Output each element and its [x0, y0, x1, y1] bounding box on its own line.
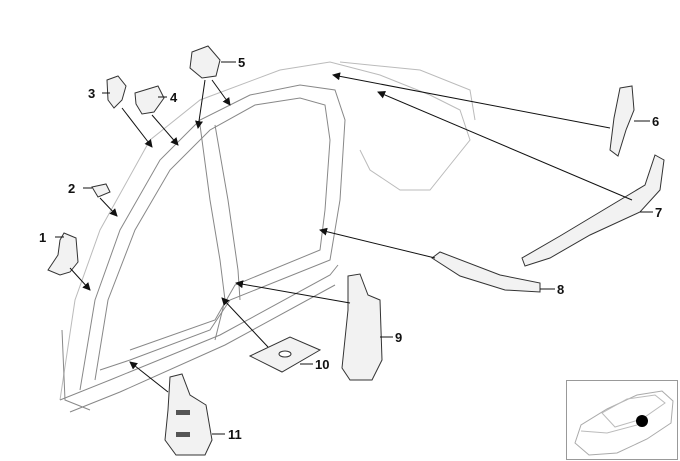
part-10 — [248, 336, 322, 373]
callout-10: 10 — [315, 357, 330, 372]
part-11 — [164, 373, 213, 456]
vehicle-location-thumbnail — [566, 380, 678, 460]
callout-1: 1 — [39, 230, 47, 245]
part-4 — [134, 85, 165, 115]
part-8 — [431, 251, 541, 293]
leader-lines — [55, 61, 653, 435]
location-marker-icon — [636, 415, 648, 427]
part-1 — [47, 232, 79, 276]
body-side-frame — [59, 61, 476, 413]
part-3 — [106, 75, 127, 109]
part-6 — [609, 85, 635, 157]
callout-3: 3 — [88, 86, 96, 101]
part-9 — [341, 273, 383, 381]
car-outline-icon — [574, 390, 674, 456]
callout-7: 7 — [655, 205, 663, 220]
callout-9: 9 — [395, 330, 403, 345]
callout-5: 5 — [238, 55, 246, 70]
part-2 — [91, 183, 111, 198]
part-7 — [521, 154, 665, 267]
part-5 — [189, 45, 221, 79]
callout-6: 6 — [652, 114, 660, 129]
callout-2: 2 — [68, 181, 76, 196]
callout-8: 8 — [557, 282, 565, 297]
callout-4: 4 — [170, 90, 178, 105]
pointer-arrows — [69, 72, 633, 393]
callout-11: 11 — [228, 427, 242, 442]
